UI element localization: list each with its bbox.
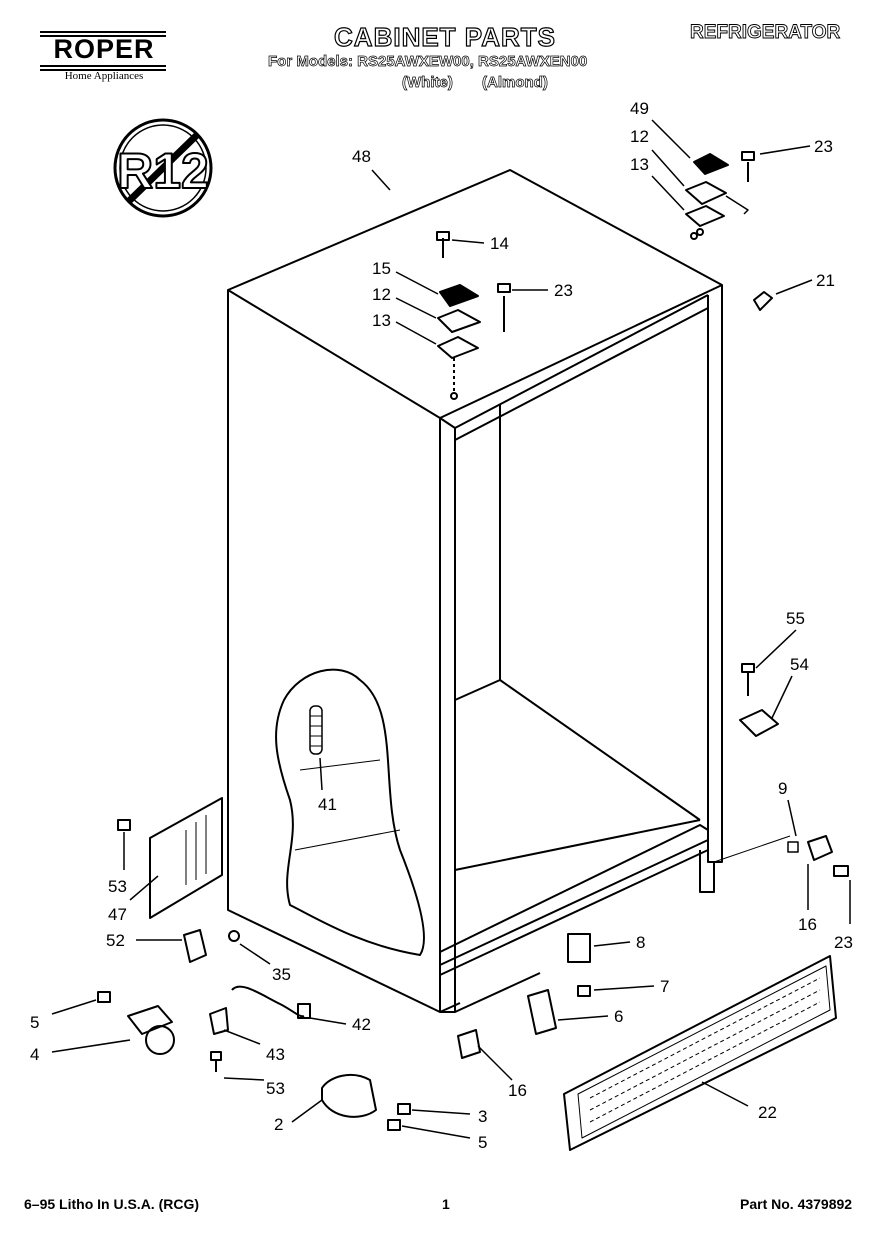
callout-49: 49 [630, 99, 649, 118]
callout-53-lower: 53 [266, 1079, 285, 1098]
variant-almond: (Almond) [482, 74, 549, 92]
callout-23-right: 23 [834, 933, 853, 952]
right-clip [713, 835, 849, 877]
rear-access-panel [117, 797, 223, 919]
callout-4: 4 [30, 1045, 39, 1064]
variant-white: (White) [402, 74, 454, 92]
callout-15: 15 [372, 259, 391, 278]
page-title: CABINET PARTS [333, 21, 556, 52]
side-bracket [739, 663, 779, 737]
callout-12-top: 12 [630, 127, 649, 146]
callout-13-top: 13 [630, 155, 649, 174]
tube-connector [753, 291, 773, 311]
callout-5-roller: 5 [30, 1013, 39, 1032]
roller-assembly [97, 991, 175, 1055]
callout-21: 21 [816, 271, 835, 290]
callout-23-center: 23 [554, 281, 573, 300]
callout-12-center: 12 [372, 285, 391, 304]
callout-35: 35 [272, 965, 291, 984]
callout-43: 43 [266, 1045, 285, 1064]
callout-9: 9 [778, 779, 787, 798]
callout-48: 48 [352, 147, 371, 166]
top-hinge-assembly [685, 151, 755, 240]
callout-55: 55 [786, 609, 805, 628]
callout-6: 6 [614, 1007, 623, 1026]
appliance-category: REFRIGERATOR [690, 22, 841, 44]
badge-text: R12 [117, 143, 209, 199]
brand-tagline: Home Appliances [64, 70, 144, 82]
callout-16-lower: 16 [508, 1081, 527, 1100]
leveling-bracket [183, 929, 240, 963]
lower-clip [457, 1029, 481, 1059]
leader-lines [51, 119, 851, 1139]
spacer-block [567, 933, 591, 963]
drain-tube [309, 705, 323, 755]
page-number: 1 [442, 1196, 450, 1212]
callout-52: 52 [106, 931, 125, 950]
callout-13-center: 13 [372, 311, 391, 330]
callout-14: 14 [490, 234, 509, 253]
cabinet-body [227, 169, 723, 1013]
callout-8: 8 [636, 933, 645, 952]
center-hinge-assembly [436, 231, 511, 400]
callout-7: 7 [660, 977, 669, 996]
callout-5-bracket: 5 [478, 1133, 487, 1152]
callout-16-right: 16 [798, 915, 817, 934]
models-line: For Models: RS25AWXEW00, RS25AWXEN00 [268, 53, 588, 71]
part-number: Part No. 4379892 [740, 1196, 853, 1212]
brand-logo: ROPER [53, 34, 155, 64]
no-r12-badge: R12 [113, 118, 213, 218]
callout-47: 47 [108, 905, 127, 924]
callout-53-rear: 53 [108, 877, 127, 896]
callout-41: 41 [318, 795, 337, 814]
mounting-clip [527, 985, 591, 1035]
toe-grille [563, 955, 837, 1151]
callout-23-top: 23 [814, 137, 833, 156]
callout-2: 2 [274, 1115, 283, 1134]
front-leveler-bracket [321, 1073, 411, 1131]
print-info: 6–95 Litho In U.S.A. (RCG) [24, 1196, 200, 1212]
water-tube [209, 985, 311, 1072]
callout-22: 22 [758, 1103, 777, 1122]
callout-42: 42 [352, 1015, 371, 1034]
callout-54: 54 [790, 655, 809, 674]
callout-3: 3 [478, 1107, 487, 1126]
roper-logo-frame [40, 31, 166, 71]
